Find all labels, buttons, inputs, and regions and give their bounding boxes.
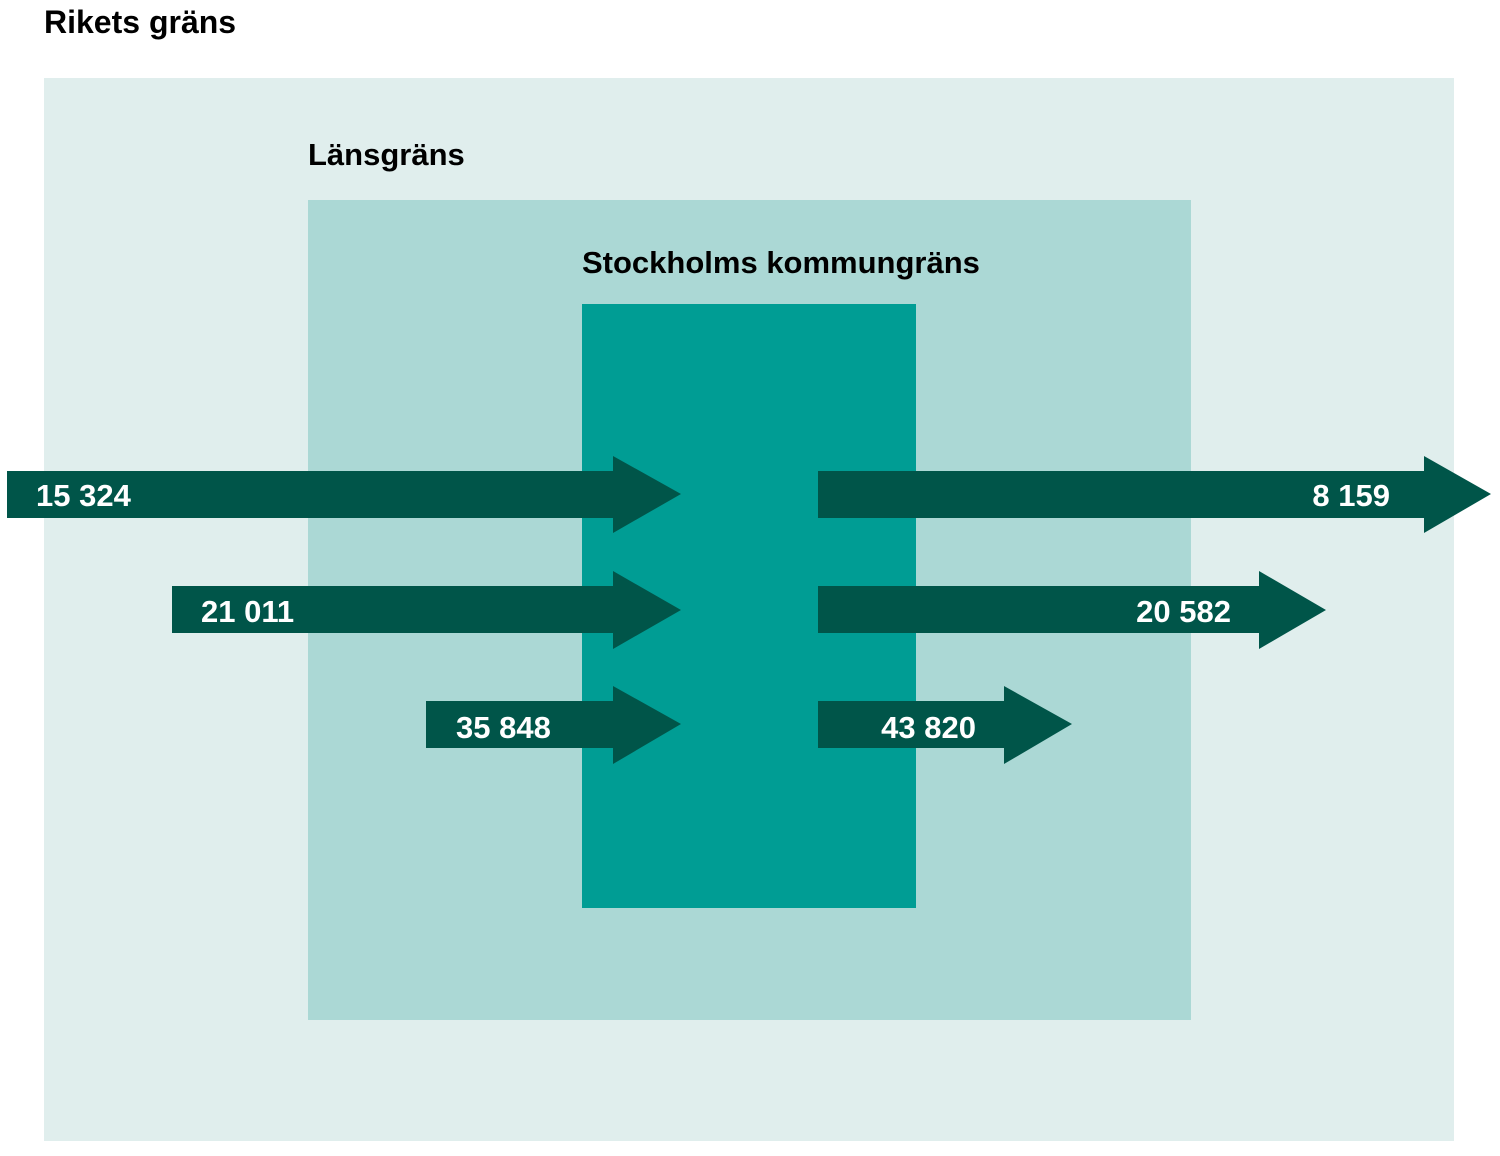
municipal-border-label: Stockholms kommungräns (582, 245, 980, 280)
national-border-label: Rikets gräns (44, 4, 237, 40)
outbound-national-value: 8 159 (1312, 478, 1390, 513)
arrow-right-shape (818, 456, 1491, 533)
outbound-arrow-national: 8 159 (818, 456, 1491, 533)
outbound-county-border-value: 20 582 (1136, 594, 1231, 629)
inbound-county-border-value: 21 011 (201, 594, 294, 629)
outbound-county-value: 43 820 (881, 710, 976, 745)
inbound-county-value: 35 848 (456, 710, 551, 745)
inbound-national-value: 15 324 (36, 478, 132, 513)
county-border-label: Länsgräns (308, 137, 465, 172)
arrow-right-shape (818, 571, 1326, 649)
arrow-right-shape (426, 686, 681, 764)
outbound-arrow-county: 43 820 (818, 686, 1072, 764)
inbound-arrow-national: 15 324 (7, 456, 681, 533)
arrow-right-shape (7, 456, 681, 533)
inbound-arrow-county: 35 848 (426, 686, 681, 764)
inbound-arrow-county-border: 21 011 (172, 571, 681, 649)
outbound-arrow-county-border: 20 582 (818, 571, 1326, 649)
arrow-right-shape (818, 686, 1072, 764)
arrow-right-shape (172, 571, 681, 649)
